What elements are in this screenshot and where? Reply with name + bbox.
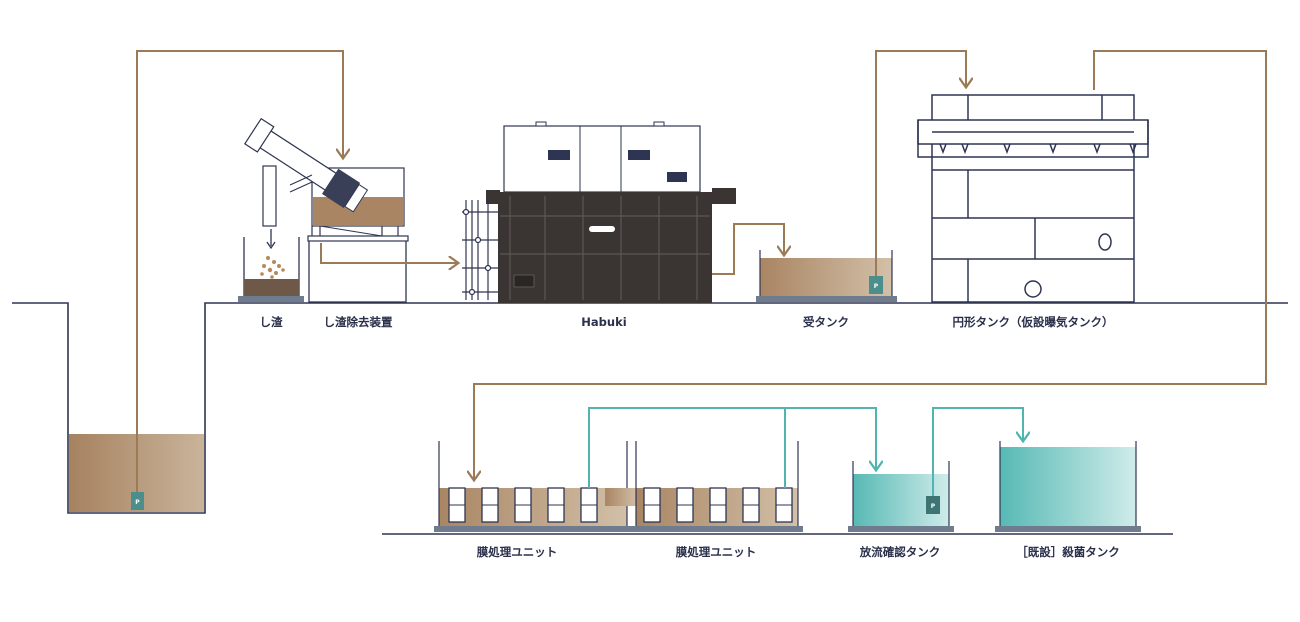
svg-text:P: P <box>931 503 936 510</box>
label-membrane-unit-2: 膜処理ユニット <box>675 545 757 559</box>
label-receiving-tank: 受タンク <box>803 315 849 329</box>
shisa-bin <box>238 229 304 302</box>
receiving-tank-pump: P <box>869 276 883 294</box>
flow-habuki-to-receiving <box>712 223 784 275</box>
label-discharge-check-tank: 放流確認タンク <box>859 545 941 559</box>
flow-circular-to-membrane <box>474 50 1267 479</box>
label-circular-tank: 円形タンク（仮設曝気タンク） <box>952 315 1114 329</box>
flow-discharge-to-sterilization <box>932 407 1023 496</box>
label-shisa-remover: し渣除去装置 <box>323 315 393 329</box>
label-sterilization-tank: ［既設］殺菌タンク <box>1016 545 1120 559</box>
flow-receiving-to-circular <box>875 50 966 278</box>
label-habuki: Habuki <box>581 315 627 329</box>
membrane-connector <box>605 488 638 506</box>
habuki-machine <box>462 121 736 303</box>
flow-membrane-to-discharge <box>588 407 876 488</box>
flow-remover-to-habuki <box>320 243 457 263</box>
sterilization-tank-graphic <box>995 441 1141 532</box>
circular-tank-graphic <box>917 94 1149 303</box>
ground-line <box>12 302 1288 514</box>
flow-pit-to-remover <box>136 50 343 493</box>
pit-pump: P <box>131 492 144 510</box>
svg-text:P: P <box>135 499 140 506</box>
svg-text:P: P <box>874 283 879 290</box>
label-membrane-unit-1: 膜処理ユニット <box>476 545 558 559</box>
label-shisa: し渣 <box>259 315 283 329</box>
shisa-remover-device <box>244 117 409 303</box>
discharge-tank-pump: P <box>926 496 940 514</box>
